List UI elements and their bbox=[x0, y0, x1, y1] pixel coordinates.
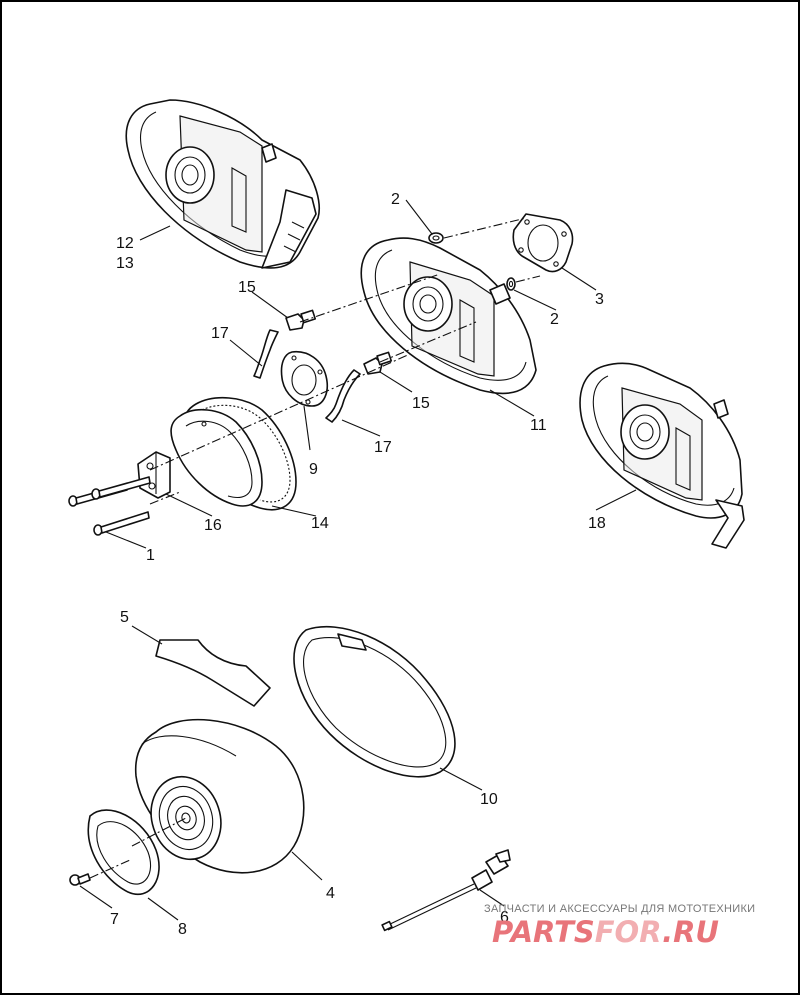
screw-part-1-b bbox=[91, 476, 151, 500]
watermark: ЗАПЧАСТИ И АКСЕССУАРЫ ДЛЯ МОТОТЕХНИКИ PA… bbox=[484, 903, 755, 949]
gasket-part-9 bbox=[280, 351, 328, 407]
cover-part-4 bbox=[134, 718, 305, 874]
bracket-part-16 bbox=[137, 451, 171, 499]
breather-hose-part-17-left bbox=[253, 329, 279, 379]
insert-part-8 bbox=[87, 809, 187, 895]
callout-10: 10 bbox=[480, 791, 498, 808]
backplate-part-11 bbox=[360, 237, 537, 395]
watermark-caption: ЗАПЧАСТИ И АКСЕССУАРЫ ДЛЯ МОТОТЕХНИКИ bbox=[484, 903, 755, 915]
callout-14: 14 bbox=[311, 515, 329, 532]
callout-6: 6 bbox=[500, 909, 509, 926]
air-filter-part-14 bbox=[170, 396, 297, 511]
callout-2-lower: 2 bbox=[550, 311, 559, 328]
breather-bolt-part-15-right bbox=[363, 351, 393, 375]
seal-ring-part-10 bbox=[293, 626, 456, 778]
sensor-part-6 bbox=[381, 849, 511, 932]
callout-17-lower: 17 bbox=[374, 439, 392, 456]
callout-18: 18 bbox=[588, 515, 606, 532]
callout-15-lower: 15 bbox=[412, 395, 430, 412]
gasket-part-3 bbox=[512, 213, 574, 273]
screw-part-7 bbox=[69, 859, 131, 886]
washer-part-2-upper bbox=[428, 232, 444, 244]
callout-17-upper: 17 bbox=[211, 325, 229, 342]
callout-8: 8 bbox=[178, 921, 187, 938]
callout-2-upper: 2 bbox=[391, 191, 400, 208]
assembly-center-lines bbox=[149, 217, 541, 505]
callout-15-upper: 15 bbox=[238, 279, 256, 296]
callout-4: 4 bbox=[326, 885, 335, 902]
watermark-logo-ru: .RU bbox=[662, 915, 719, 949]
callout-3: 3 bbox=[595, 291, 604, 308]
callout-9: 9 bbox=[309, 461, 318, 478]
callout-7: 7 bbox=[110, 911, 119, 928]
callout-13: 13 bbox=[116, 255, 134, 272]
callout-12: 12 bbox=[116, 235, 134, 252]
washer-part-2-lower bbox=[506, 277, 516, 291]
breather-bolt-part-15-left bbox=[285, 309, 317, 331]
watermark-logo: PARTSFOR.RU bbox=[492, 915, 719, 949]
trim-part-5 bbox=[155, 639, 271, 707]
callout-1: 1 bbox=[146, 547, 155, 564]
breather-hose-part-17-right bbox=[325, 369, 361, 423]
backplate-part-18 bbox=[579, 362, 745, 549]
callout-11: 11 bbox=[530, 417, 547, 434]
watermark-logo-for: FOR bbox=[595, 915, 662, 949]
screw-part-1-c bbox=[93, 511, 150, 536]
backplate-part-12-13 bbox=[125, 99, 320, 269]
callout-numbers: 1 2 2 3 4 5 6 7 8 9 10 11 12 13 14 15 15… bbox=[110, 191, 606, 938]
callout-16: 16 bbox=[204, 517, 222, 534]
callout-leader-lines bbox=[79, 199, 637, 921]
callout-5: 5 bbox=[120, 609, 129, 626]
watermark-logo-parts: PARTS bbox=[492, 915, 595, 949]
